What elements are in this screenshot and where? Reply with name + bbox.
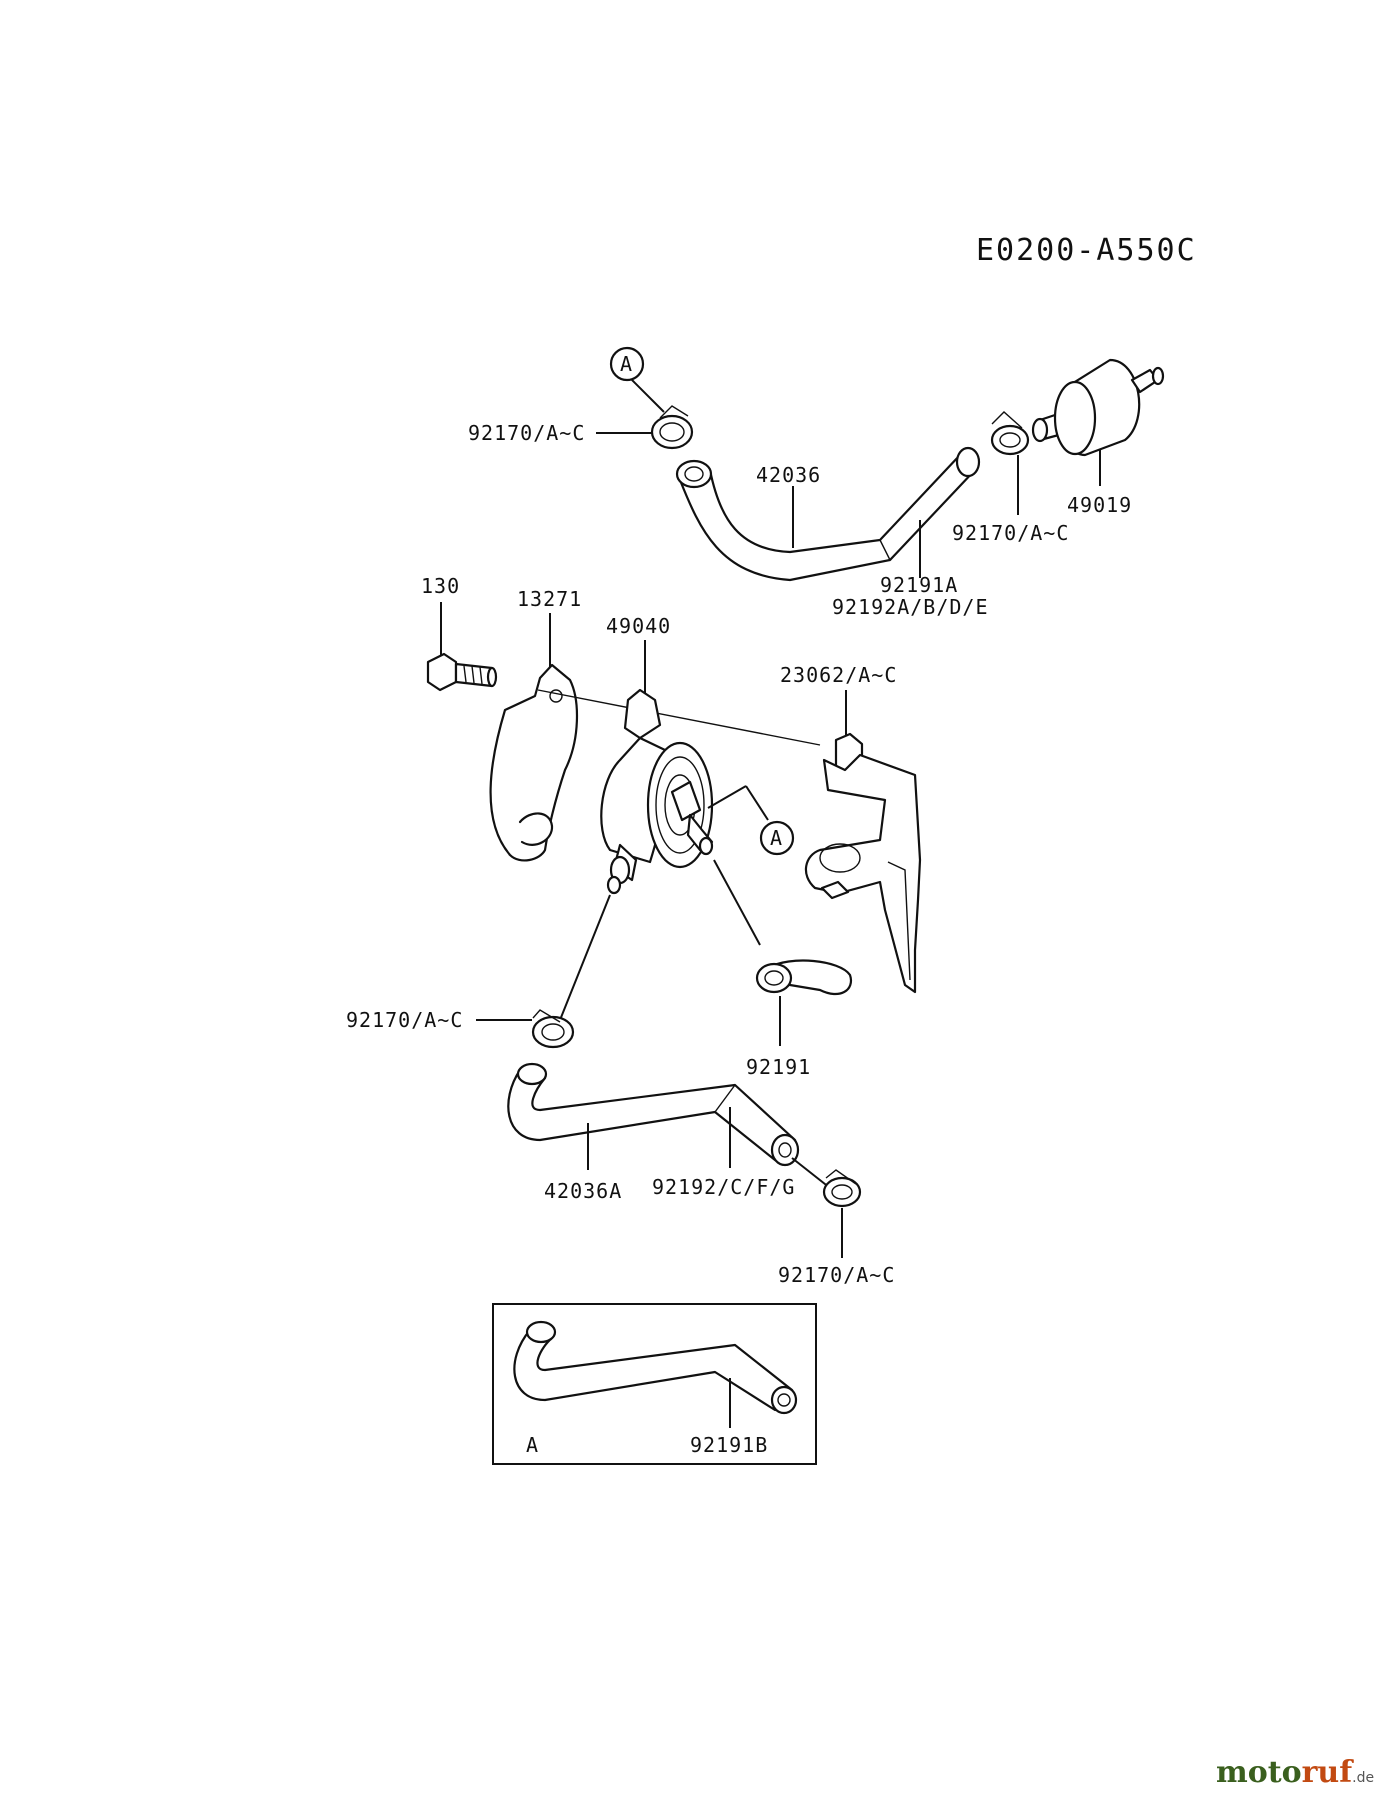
label-bracket: 23062/A~C [780,663,897,687]
watermark-part1: moto [1216,1755,1302,1790]
label-hose-bottom-part: 92192/C/F/G [652,1175,795,1199]
hose-42036 [675,446,981,582]
label-bolt: 130 [421,574,460,598]
hose-clamp-bottom [822,1169,862,1208]
label-fuel-pump: 49040 [606,614,671,638]
fuel-pump-49040 [600,688,714,895]
svg-text:motoruf.de: motoruf.de [1216,1755,1374,1790]
label-hose-top-part2: 92192A/B/D/E [832,595,989,619]
label-clamp-filter: 92170/A~C [952,521,1069,545]
watermark-part2: ruf [1302,1755,1355,1790]
fuel-filter-49019 [1031,358,1165,457]
inset-box-a: A 92191B [492,1303,817,1465]
diagram-code: E0200-A550C [976,233,1197,268]
hose-92191 [755,959,853,996]
hose-42036A [507,1062,800,1167]
hose-clamp-filter [990,411,1030,456]
label-filter: 49019 [1067,493,1132,517]
label-hose-top: 42036 [756,463,821,487]
label-plate: 13271 [517,587,582,611]
label-clamp-bottom: 92170/A~C [778,1263,895,1287]
bracket-23062 [804,732,922,994]
label-clamp-a-top: 92170/A~C [468,421,585,445]
hose-clamp-top [650,405,694,450]
label-hose-short: 92191 [746,1055,811,1079]
label-inset-hose: 92191B [690,1433,768,1457]
callout-a-middle-letter: A [770,826,783,850]
plate-13271 [489,663,578,862]
label-hose-top-part1: 92191A [880,573,958,597]
watermark-logo: motoruf.de [1216,1755,1374,1790]
hose-clamp-pump-outlet [531,1009,575,1049]
watermark-suffix: .de [1352,1770,1374,1786]
label-hose-bottom: 42036A [544,1179,622,1203]
callout-a-top: A [609,346,665,413]
callout-a-top-letter: A [620,352,633,376]
callout-a-middle: A [759,820,795,856]
label-clamp-pump-outlet: 92170/A~C [346,1008,463,1032]
bolt-130 [426,652,498,692]
inset-letter: A [526,1433,539,1457]
